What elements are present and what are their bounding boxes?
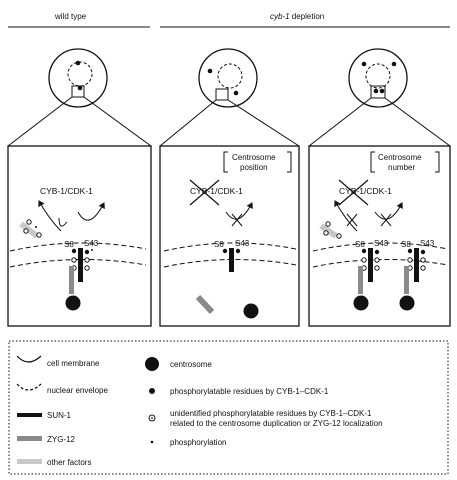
s8-label: S8 bbox=[64, 240, 74, 249]
phospho-residue-swatch bbox=[149, 388, 155, 394]
unidentified-residue bbox=[407, 257, 413, 263]
unidentified-residue bbox=[420, 257, 426, 263]
bracket-label: Centrosome bbox=[232, 153, 276, 162]
centrosome-dot bbox=[391, 61, 397, 67]
unidentified-residue bbox=[325, 221, 331, 227]
unidentified-residue bbox=[323, 230, 329, 236]
overview-cell-number bbox=[308, 48, 451, 147]
s43-label: S43 bbox=[235, 239, 250, 248]
phospho-residue bbox=[222, 248, 228, 254]
phosphorylation-mark bbox=[35, 226, 37, 228]
unidentified-residue bbox=[36, 232, 42, 238]
centrosome-dot bbox=[233, 90, 239, 96]
legend-nuclear-envelope: nuclear envelope bbox=[47, 386, 108, 395]
legend-phosphorylation: phosphorylation bbox=[170, 438, 226, 447]
s43-label: S43 bbox=[84, 239, 99, 248]
bracket-label: Centrosome bbox=[378, 153, 422, 162]
unidentified-residue bbox=[84, 265, 90, 271]
legend-other-factors: other factors bbox=[47, 458, 91, 467]
cross-out bbox=[338, 179, 369, 206]
unidentified-residue bbox=[71, 257, 77, 263]
panel-wild-type: CYB-1/CDK-1 S8 S43 bbox=[7, 145, 152, 327]
zyg12-bar bbox=[404, 266, 409, 294]
legend-cell-membrane: cell membrane bbox=[47, 359, 100, 368]
legend-centrosome: centrosome bbox=[170, 360, 212, 369]
complex-label: CYB-1/CDK-1 bbox=[190, 186, 243, 196]
bracket-label: number bbox=[388, 163, 415, 172]
centrosome-dot bbox=[207, 68, 213, 74]
centrosome-dot bbox=[75, 60, 81, 66]
overview-cell-position bbox=[159, 48, 300, 147]
zoom-box bbox=[215, 88, 229, 101]
phospho-residue bbox=[84, 249, 90, 255]
header-cyb-depletion: cyb-1 depletion bbox=[270, 12, 324, 21]
legend: cell membrane nuclear envelope SUN-1 ZYG… bbox=[8, 340, 449, 475]
centrosome-dot bbox=[77, 85, 83, 91]
centrosome bbox=[65, 295, 81, 311]
phospho-residue bbox=[407, 248, 413, 254]
panel-centrosome-number: Centrosome number CYB-1/CDK-1 S8 S43 S8 … bbox=[308, 145, 451, 327]
centrosome-dot bbox=[373, 88, 379, 94]
unidentified-residue bbox=[420, 265, 426, 271]
phospho-residue bbox=[71, 248, 77, 254]
centrosome bbox=[353, 295, 369, 311]
sun1-bar bbox=[368, 248, 373, 282]
phospho-residue bbox=[235, 248, 241, 254]
zyg12-bar bbox=[195, 294, 215, 315]
header-wild-type: wild type bbox=[54, 12, 87, 21]
unidentified-residue bbox=[23, 228, 29, 234]
phosphorylation-swatch bbox=[150, 440, 154, 444]
sun1-bar bbox=[229, 248, 234, 272]
unidentified-residue bbox=[374, 265, 380, 271]
s8-label: S8 bbox=[355, 240, 365, 249]
unidentified-residue bbox=[26, 219, 32, 225]
sun1-swatch bbox=[17, 413, 42, 417]
zoom-box bbox=[71, 85, 85, 98]
s8-label: S8 bbox=[401, 240, 411, 249]
sun1-bar bbox=[78, 248, 83, 282]
unidentified-residue bbox=[84, 257, 90, 263]
cross-out bbox=[189, 179, 220, 206]
centrosome-dot bbox=[361, 61, 367, 67]
other-factors-swatch bbox=[17, 459, 42, 464]
centrosome-dot bbox=[379, 88, 385, 94]
legend-zyg12: ZYG-12 bbox=[47, 435, 76, 444]
other-factors-bar bbox=[19, 221, 39, 239]
s43-label: S43 bbox=[420, 239, 435, 248]
s43-label: S43 bbox=[374, 239, 389, 248]
centrosome bbox=[243, 303, 259, 319]
phospho-residue bbox=[420, 249, 426, 255]
phosphorylation-mark bbox=[91, 249, 93, 251]
zyg12-swatch bbox=[17, 436, 42, 441]
unidentified-residue bbox=[336, 233, 342, 239]
unidentified-residue bbox=[374, 257, 380, 263]
phospho-residue bbox=[374, 249, 380, 255]
zyg12-bar bbox=[358, 266, 363, 294]
centrosome bbox=[399, 295, 415, 311]
legend-phospho-residues: phosphorylatable residues by CYB-1–CDK-1 bbox=[170, 387, 329, 396]
other-factors-bar bbox=[319, 223, 338, 239]
cell-membrane-swatch bbox=[16, 355, 42, 363]
panel-centrosome-position: Centrosome position CYB-1/CDK-1 S8 S43 bbox=[159, 145, 300, 327]
centrosome-swatch bbox=[145, 357, 159, 371]
nuclear-envelope-swatch bbox=[16, 383, 42, 391]
unidentified-residue bbox=[361, 257, 367, 263]
zoom-box bbox=[370, 85, 386, 99]
sun1-bar bbox=[414, 248, 419, 282]
legend-unidentified-line2: related to the centrosome duplication or… bbox=[170, 419, 383, 428]
bracket-label: position bbox=[240, 163, 268, 172]
overview-cell-wild-type bbox=[7, 48, 152, 147]
complex-label: CYB-1/CDK-1 bbox=[40, 186, 93, 196]
complex-label: CYB-1/CDK-1 bbox=[339, 186, 392, 196]
s8-label: S8 bbox=[214, 240, 224, 249]
legend-unidentified-line1: unidentified phosphorylatable residues b… bbox=[170, 409, 372, 418]
zyg12-bar bbox=[69, 266, 74, 294]
legend-sun1: SUN-1 bbox=[47, 411, 72, 420]
phospho-residue bbox=[361, 248, 367, 254]
